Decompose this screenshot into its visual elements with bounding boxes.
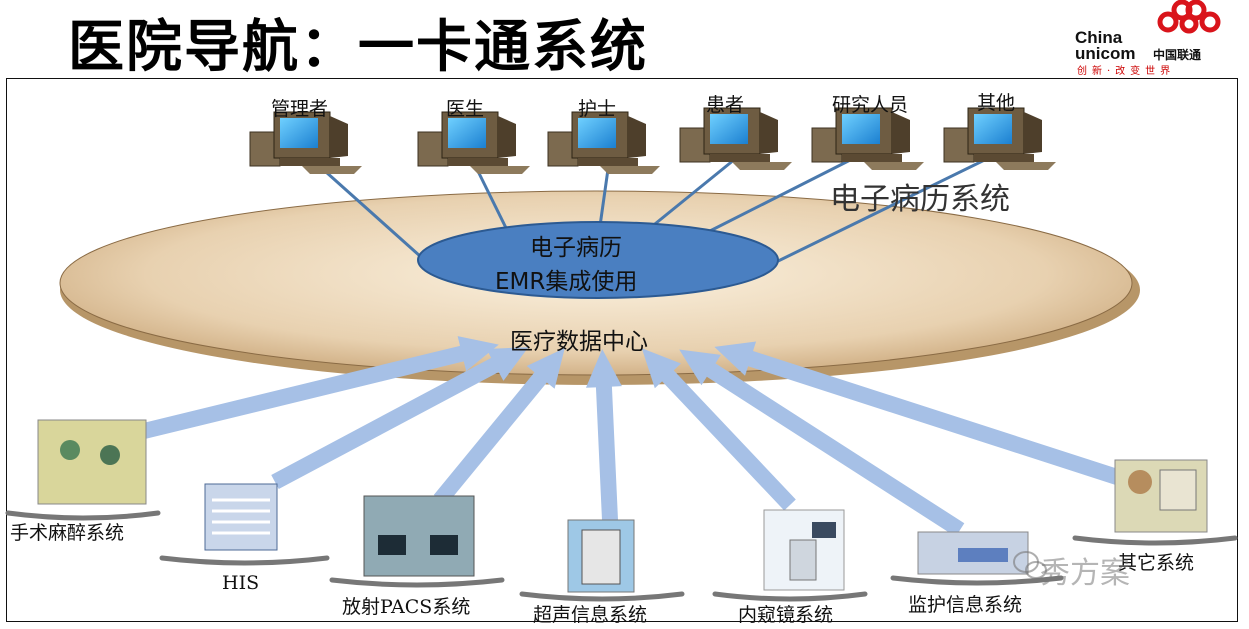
user-label-admin: 管理者 <box>271 98 329 120</box>
computer-icon <box>679 107 792 170</box>
connector-line <box>649 153 741 230</box>
page-title: 医院导航：一卡通系统 <box>68 15 648 80</box>
diagram-frame <box>6 78 1238 622</box>
data-flow-arrow <box>641 348 796 511</box>
emr-ellipse <box>417 221 779 299</box>
logo-text-cn: 中国联通 <box>1153 48 1202 62</box>
user-label-other: 其他 <box>977 92 1016 114</box>
data-flow-arrow <box>138 336 499 440</box>
emr-label-line1: 电子病历 <box>530 235 622 261</box>
data-center-label: 医疗数据中心 <box>510 329 648 355</box>
connector-line <box>699 148 871 238</box>
system-label-his: HIS <box>222 572 260 594</box>
knot-icon <box>1157 0 1221 34</box>
user-label-doctor: 医生 <box>446 98 485 120</box>
user-label-researcher: 研究人员 <box>832 94 909 116</box>
system-label-monitoring: 监护信息系统 <box>908 594 1023 616</box>
data-flow-arrow <box>714 341 1123 486</box>
system-label-pacs: 放射PACS系统 <box>342 596 471 618</box>
label-shelf <box>5 510 161 521</box>
computer-icon <box>811 107 924 170</box>
system-label-ultrasound: 超声信息系统 <box>533 604 648 626</box>
emr-label-line2: EMR集成使用 <box>495 269 638 295</box>
logo-text-unicom: unicom <box>1075 44 1136 63</box>
system-label-endoscope: 内窥镜系统 <box>738 604 834 626</box>
watermark: 秀方案 <box>1040 556 1130 591</box>
label-shelf <box>519 591 685 602</box>
label-shelf <box>329 577 505 588</box>
computer-icon <box>417 111 530 174</box>
user-label-nurse: 护士 <box>578 98 617 120</box>
logo-text-china: China <box>1075 28 1123 47</box>
data-flow-arrow <box>585 349 622 521</box>
connector-line <box>769 148 1006 267</box>
arrow-group <box>138 336 1123 537</box>
data-flow-arrow <box>433 348 565 506</box>
computer-icon <box>943 107 1056 170</box>
surgery-image <box>37 419 147 505</box>
system-label-other: 其它系统 <box>1118 552 1195 574</box>
emr-system-label: 电子病历系统 <box>830 182 1010 217</box>
data-flow-arrow <box>679 349 965 537</box>
computer-group <box>249 107 1056 174</box>
data-flow-arrow <box>271 347 529 490</box>
computer-icon <box>249 111 362 174</box>
logo-slogan: 创新·改变世界 <box>1077 66 1176 77</box>
his-server-image <box>204 483 278 551</box>
computer-icon <box>547 111 660 174</box>
system-image-group <box>5 419 1238 602</box>
label-shelf <box>890 575 1064 586</box>
wechat-icon <box>1013 551 1047 579</box>
system-label-surgery: 手术麻醉系统 <box>10 522 125 544</box>
china-unicom-logo: China unicom 中国联通 创新·改变世界 <box>1065 0 1245 77</box>
user-label-patient: 患者 <box>706 94 745 116</box>
label-shelf <box>712 591 868 602</box>
label-shelf <box>1072 535 1238 546</box>
label-shelf <box>159 555 330 566</box>
